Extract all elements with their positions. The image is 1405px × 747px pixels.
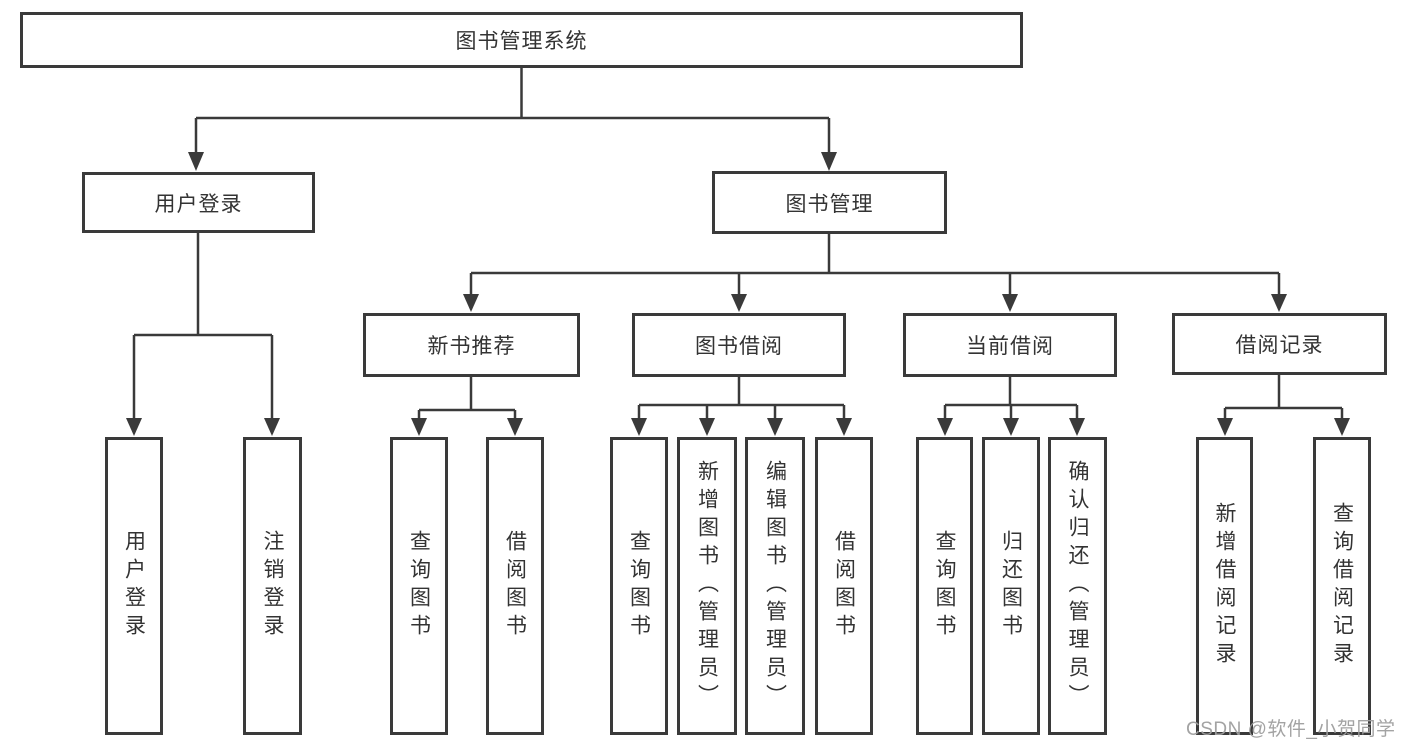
- node-label: 查询借阅记录: [1330, 502, 1354, 670]
- leaf-query-books-recommend: 查询图书: [390, 437, 448, 735]
- node-label: 图书借阅: [695, 335, 783, 358]
- leaf-query-books-current: 查询图书: [916, 437, 973, 735]
- node-label: 借阅记录: [1235, 334, 1324, 357]
- leaf-borrow-books-borrowing: 借阅图书: [815, 437, 873, 735]
- node-user-login: 用户登录: [82, 172, 315, 233]
- node-label: 查询图书: [627, 530, 651, 642]
- node-label: 编辑图书（管理员）: [763, 460, 787, 712]
- node-book-management: 图书管理: [712, 171, 947, 234]
- leaf-return-books: 归还图书: [982, 437, 1040, 735]
- node-label: 新书推荐: [427, 335, 516, 358]
- node-label: 借阅图书: [832, 530, 856, 642]
- node-library-management-system: 图书管理系统: [20, 12, 1023, 68]
- node-label: 借阅图书: [503, 530, 527, 642]
- watermark-text: CSDN @软件_小贺同学: [1186, 719, 1396, 740]
- arrowheads-book-borrow-children: [631, 418, 852, 436]
- leaf-query-books-borrowing: 查询图书: [610, 437, 668, 735]
- arrowheads-current-borrow-children: [937, 418, 1085, 436]
- node-label: 查询图书: [407, 530, 431, 642]
- node-label: 确认归还（管理员）: [1066, 460, 1089, 712]
- arrowheads-new-books-children: [411, 418, 523, 436]
- node-label: 图书管理: [785, 192, 874, 216]
- node-label: 查询图书: [933, 530, 956, 642]
- leaf-add-book-admin: 新增图书（管理员）: [677, 437, 737, 735]
- arrowheads-user-login-children: [126, 418, 280, 436]
- leaf-query-borrow-record: 查询借阅记录: [1313, 437, 1371, 735]
- node-label: 新增图书（管理员）: [695, 460, 719, 712]
- node-book-borrowing: 图书借阅: [632, 313, 846, 377]
- leaf-add-borrow-record: 新增借阅记录: [1196, 437, 1253, 735]
- node-label: 用户登录: [154, 192, 243, 216]
- arrowheads-level2: [188, 152, 837, 171]
- leaf-logout: 注销登录: [243, 437, 302, 735]
- leaf-borrow-books-recommend: 借阅图书: [486, 437, 544, 735]
- connector-current-borrow-children: [943, 377, 1079, 420]
- node-label: 注销登录: [261, 530, 284, 642]
- leaf-confirm-return-admin: 确认归还（管理员）: [1048, 437, 1107, 735]
- connector-new-books-children: [417, 377, 517, 420]
- connector-root-to-level2: [194, 68, 831, 154]
- connector-records-children: [1223, 375, 1344, 420]
- node-label: 图书管理系统: [455, 30, 588, 53]
- leaf-edit-book-admin: 编辑图书（管理员）: [745, 437, 805, 735]
- node-current-borrowing: 当前借阅: [903, 313, 1117, 377]
- arrowheads-level3: [463, 294, 1287, 312]
- connector-user-login-children: [132, 233, 274, 420]
- node-borrowing-records: 借阅记录: [1172, 313, 1387, 375]
- node-new-book-recommendation: 新书推荐: [363, 313, 580, 377]
- arrowheads-records-children: [1217, 418, 1350, 436]
- node-label: 当前借阅: [966, 335, 1054, 358]
- node-label: 用户登录: [122, 530, 146, 642]
- node-label: 归还图书: [999, 530, 1023, 642]
- connector-book-mgmt-to-level3: [469, 234, 1281, 296]
- node-label: 新增借阅记录: [1213, 502, 1236, 670]
- leaf-user-login: 用户登录: [105, 437, 163, 735]
- connector-book-borrow-children: [637, 377, 846, 420]
